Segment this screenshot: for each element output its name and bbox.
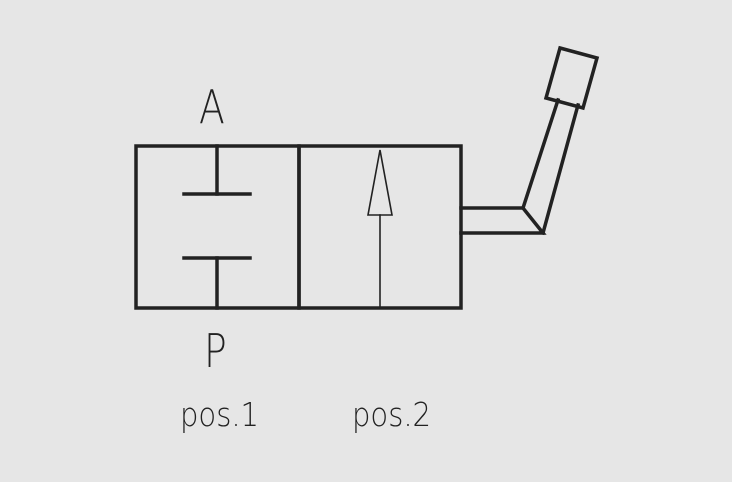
- lever-rod-left: [520, 97, 561, 211]
- flow-arrow-up-icon: [367, 149, 393, 309]
- hand-lever-icon: [459, 45, 600, 236]
- position-1-label: pos.1: [180, 395, 260, 434]
- lever-handle-grip: [543, 45, 600, 111]
- blocked-ports-icon: [182, 144, 252, 310]
- flow-arrow-head: [367, 149, 393, 216]
- port-a-label: A: [199, 80, 225, 134]
- position-1-box: [134, 144, 301, 310]
- port-p-label: P: [204, 324, 227, 378]
- position-2-box: [297, 144, 463, 310]
- lever-link: [459, 206, 547, 235]
- lever-rod-right: [540, 102, 581, 236]
- position-2-label: pos.2: [352, 395, 432, 434]
